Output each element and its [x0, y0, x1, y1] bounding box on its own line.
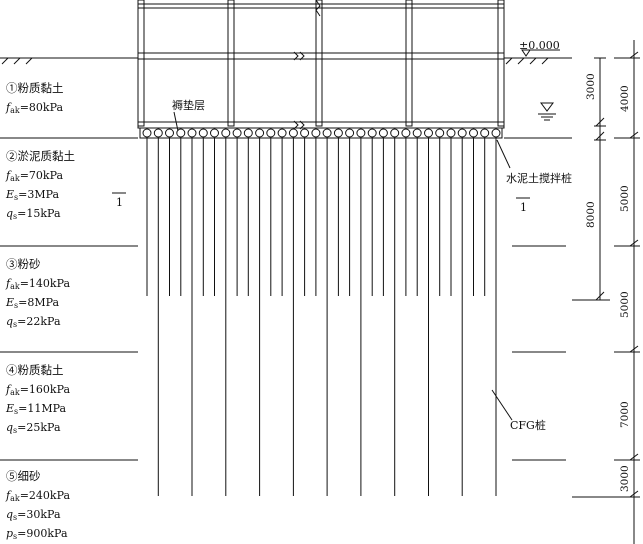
cushion-particle — [153, 128, 163, 138]
break-mark-slab — [293, 51, 305, 61]
cushion-particle — [311, 128, 321, 138]
cushion-particle — [345, 128, 355, 138]
soil-layer-property: Es=11MPa — [6, 402, 67, 416]
cushion-particle — [277, 128, 287, 138]
soil-layer-name: ②淤泥质黏土 — [6, 149, 75, 163]
column-left — [137, 0, 145, 127]
cushion-particle — [480, 128, 490, 138]
cushion-particle — [300, 128, 310, 138]
cushion-particle — [424, 128, 433, 138]
dim-inner-3000: 3000 — [585, 73, 597, 100]
cushion-particle — [322, 128, 332, 138]
soil-layer-property: Es=3MPa — [6, 188, 60, 202]
soil-layer-name: ①粉质黏土 — [6, 81, 64, 95]
soil-layer-name: ④粉质黏土 — [6, 363, 64, 377]
section-mark-left: 1 — [116, 196, 123, 209]
cushion-particle — [401, 128, 411, 138]
cushion-particle — [142, 128, 152, 138]
soil-layer-property: fak=80kPa — [6, 101, 64, 115]
column-inner-3 — [405, 0, 413, 127]
soil-layer-property: fak=140kPa — [6, 277, 71, 291]
dim-inner-8000: 8000 — [585, 201, 597, 228]
floor-slab-ground — [137, 52, 505, 60]
dim-outer-5000-a: 5000 — [619, 185, 631, 212]
dim-outer-7000: 7000 — [619, 401, 631, 428]
cushion-particle — [356, 128, 366, 138]
elevation-label: ±0.000 — [519, 39, 560, 52]
cushion-particle — [491, 128, 501, 138]
dim-outer-4000: 4000 — [619, 85, 631, 112]
column-right — [497, 0, 505, 127]
ground-hatch-right — [505, 57, 549, 65]
cushion-particle — [469, 128, 478, 138]
cfg-pile-label: CFG桩 — [510, 419, 546, 432]
cushion-leader — [173, 111, 179, 132]
cushion-particle — [198, 128, 208, 138]
cushion-particle — [412, 128, 422, 138]
dimension-line-inner — [572, 57, 610, 301]
floor-slab-top — [137, 3, 505, 9]
pile-group — [142, 128, 501, 496]
soil-layer-property: qs=22kPa — [6, 315, 61, 329]
soil-layer-5: ⑤细砂 fak=240kPa qs=30kPa ps=900kPa — [6, 470, 70, 544]
cushion-particle — [176, 128, 186, 138]
cement-pile-label: 水泥土搅拌桩 — [506, 172, 572, 185]
cushion-particle — [266, 128, 276, 138]
cushion-particle — [255, 128, 265, 138]
dim-outer-5000-b: 5000 — [619, 291, 631, 318]
soil-layer-property: qs=25kPa — [6, 421, 61, 435]
cushion-particle — [457, 128, 467, 138]
water-table-symbol — [538, 102, 556, 121]
cushion-particle — [446, 128, 456, 138]
soil-layer-1: ①粉质黏土 fak=80kPa — [6, 82, 64, 120]
section-mark-right: 1 — [520, 201, 527, 214]
dimension-line-outer — [572, 40, 640, 544]
cushion-particle — [435, 128, 445, 138]
cushion-particle — [333, 128, 343, 138]
cushion-particle — [221, 128, 231, 138]
cushion-particle — [243, 128, 253, 138]
ground-hatch-left — [1, 57, 33, 65]
cement-pile-leader — [496, 139, 511, 169]
cushion-layer — [139, 127, 503, 139]
elevation-marker — [521, 49, 560, 57]
cushion-label: 褥垫层 — [172, 99, 205, 112]
break-mark-top — [315, 0, 321, 17]
soil-layer-name: ③粉砂 — [6, 257, 41, 271]
soil-layer-property: qs=15kPa — [6, 207, 61, 221]
soil-layer-property: fak=70kPa — [6, 169, 64, 183]
raft-slab — [137, 121, 505, 129]
soil-layer-property: fak=160kPa — [6, 383, 71, 397]
cushion-particle — [210, 128, 219, 138]
soil-layer-name: ⑤细砂 — [6, 469, 41, 483]
cushion-particle — [187, 128, 197, 138]
column-inner-1 — [227, 0, 235, 127]
cushion-particle — [378, 128, 388, 138]
cushion-particle — [390, 128, 400, 138]
soil-layer-property: qs=30kPa — [6, 508, 61, 522]
cfg-leader — [491, 389, 513, 421]
column-inner-2 — [315, 0, 323, 127]
cushion-particle — [288, 128, 298, 138]
cushion-particle — [232, 128, 242, 138]
soil-layer-property: ps=900kPa — [6, 527, 68, 541]
dim-outer-3000: 3000 — [619, 465, 631, 492]
soil-layer-property: Es=8MPa — [6, 296, 60, 310]
cushion-particle — [165, 128, 174, 138]
soil-layer-property: fak=240kPa — [6, 489, 71, 503]
cushion-particle — [367, 128, 377, 138]
